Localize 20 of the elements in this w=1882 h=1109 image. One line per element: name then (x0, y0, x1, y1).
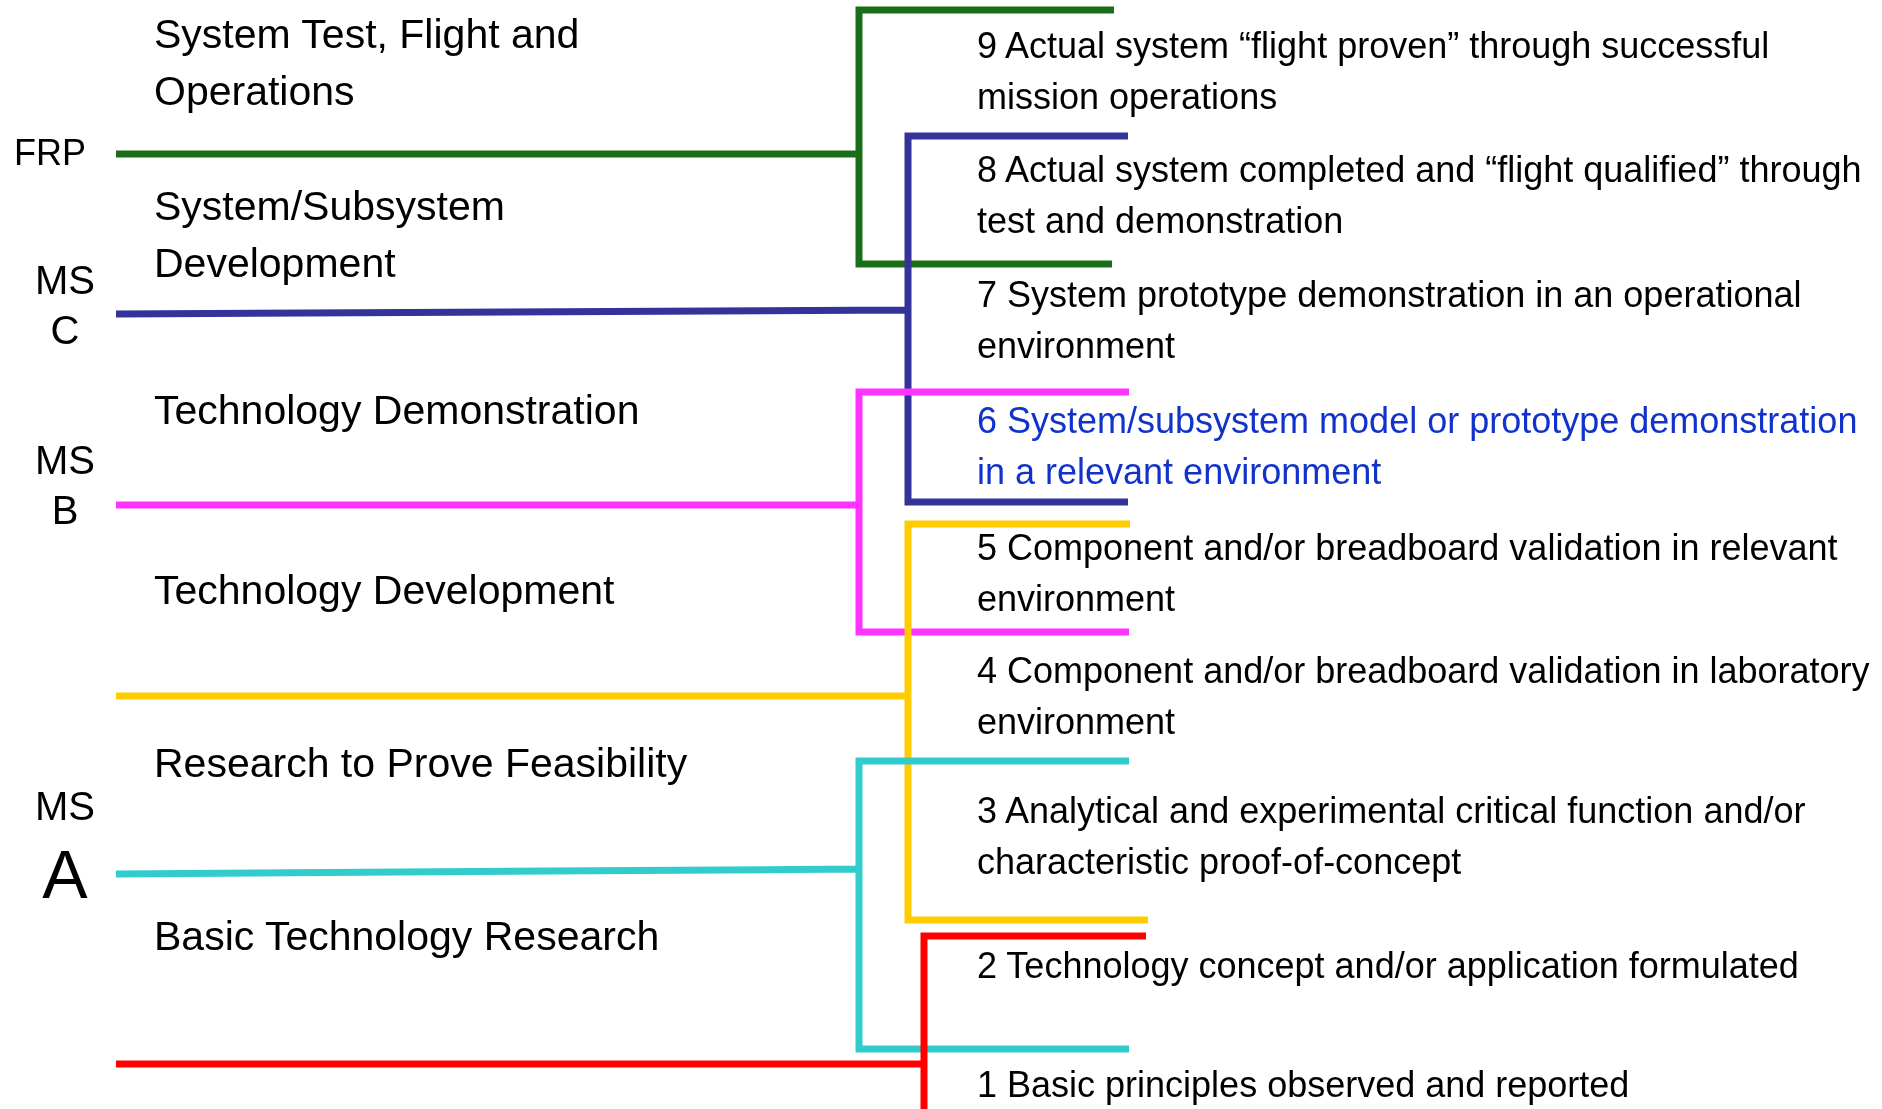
trl-level-text: 2 Technology concept and/or application formulated (977, 944, 1800, 988)
milestone-label: MS (34, 783, 96, 830)
phase-label: Technology Development (154, 566, 616, 615)
trl-level-text: 9 Actual system “flight proven” through successful mission operations (977, 24, 1771, 119)
milestone-label: MS C (34, 257, 96, 354)
phase-label: System Test, Flight and Operations (154, 10, 581, 116)
phase-label: Research to Prove Feasibility (154, 739, 689, 788)
milestone-label: MS B (34, 437, 96, 534)
phase-label: System/Subsystem Development (154, 182, 506, 288)
phase-label: Technology Demonstration (154, 386, 641, 435)
trl-level-text: 7 System prototype demonstration in an operational environment (977, 273, 1803, 368)
trl-level-text: 4 Component and/or breadboard validation in laboratory environment (977, 649, 1871, 744)
trl-level-text: 5 Component and/or breadboard validation in relevant environment (977, 526, 1839, 621)
trl-level-text: 6 System/subsystem model or prototype demonstration in a relevant environment (977, 399, 1859, 494)
trl-level-text: 8 Actual system completed and “flight qualified” through test and demonstration (977, 148, 1863, 243)
trl-level-text: 1 Basic principles observed and reported (977, 1063, 1631, 1107)
trl-level-text: 3 Analytical and experimental critical function and/or characteristic proof-of-concept (977, 789, 1807, 884)
phase-label: Basic Technology Research (154, 912, 661, 961)
milestone-label: FRP (14, 131, 87, 175)
milestone-label: A (41, 836, 89, 912)
